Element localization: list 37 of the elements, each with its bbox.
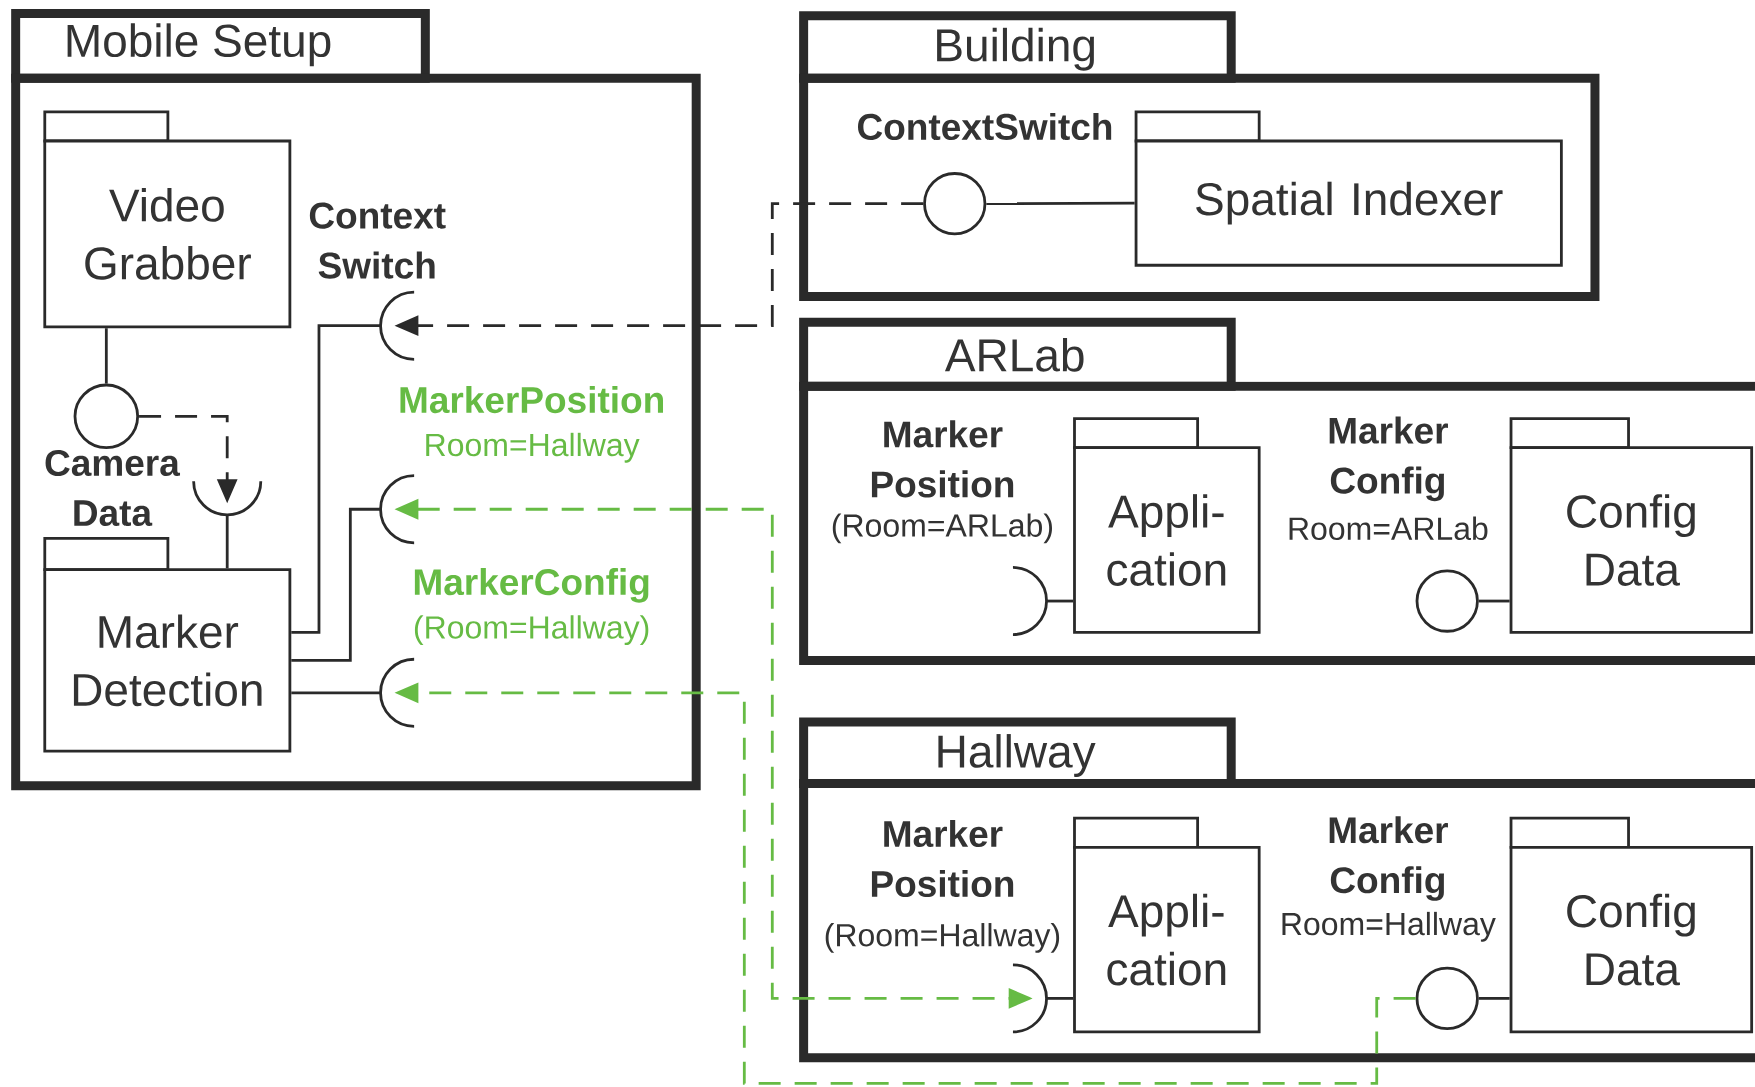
interface-label: Room=Hallway: [1282, 911, 1496, 942]
interface-label: ContextSwitch: [858, 113, 1112, 141]
component-box: Marker Detection: [43, 537, 292, 753]
node-label: Mobile Setup: [67, 23, 331, 67]
interface-label: Context Switch: [309, 202, 446, 279]
interface-label: Marker Position: [871, 420, 1014, 498]
component-box: Config Data: [1509, 417, 1754, 634]
interface-label: Marker Config: [1329, 416, 1448, 502]
interface-label: Room=ARLab: [1289, 516, 1488, 541]
component-box: Video Grabber: [43, 110, 292, 329]
interface-label: Camera Data: [45, 450, 180, 527]
interface-label: (Room=Hallway): [414, 615, 649, 646]
interface-label: Marker Config: [1329, 816, 1448, 901]
connector-line: [225, 515, 229, 569]
interface-label: (Room=ARLab): [832, 513, 1052, 544]
interface-label: Room=Hallway: [426, 432, 640, 463]
component-box: Spatial Indexer: [1134, 110, 1563, 267]
interface-label: Marker Position: [871, 820, 1014, 898]
component-box: Appli- cation: [1073, 816, 1261, 1034]
connector-line: [1046, 599, 1074, 603]
interface-label: (Room=Hallway): [825, 923, 1060, 953]
socket-arc: [192, 481, 263, 517]
node-label: Hallway: [938, 734, 1096, 778]
connector-line: [1478, 997, 1510, 1000]
connector-line: [291, 691, 381, 695]
interface-label: MarkerPosition: [400, 386, 663, 414]
node-label: Building: [937, 27, 1094, 71]
component-box: Appli- cation: [1073, 417, 1261, 634]
connector-line: [104, 328, 108, 384]
connector-line: [986, 201, 1135, 206]
node-label: ARLab: [944, 338, 1084, 372]
connector-line: [291, 507, 381, 662]
interface-label: MarkerConfig: [414, 568, 649, 603]
connector-line: [1046, 997, 1074, 1000]
component-box: Config Data: [1509, 816, 1754, 1034]
connector-line: [1478, 599, 1510, 603]
connector-line: [291, 324, 381, 634]
